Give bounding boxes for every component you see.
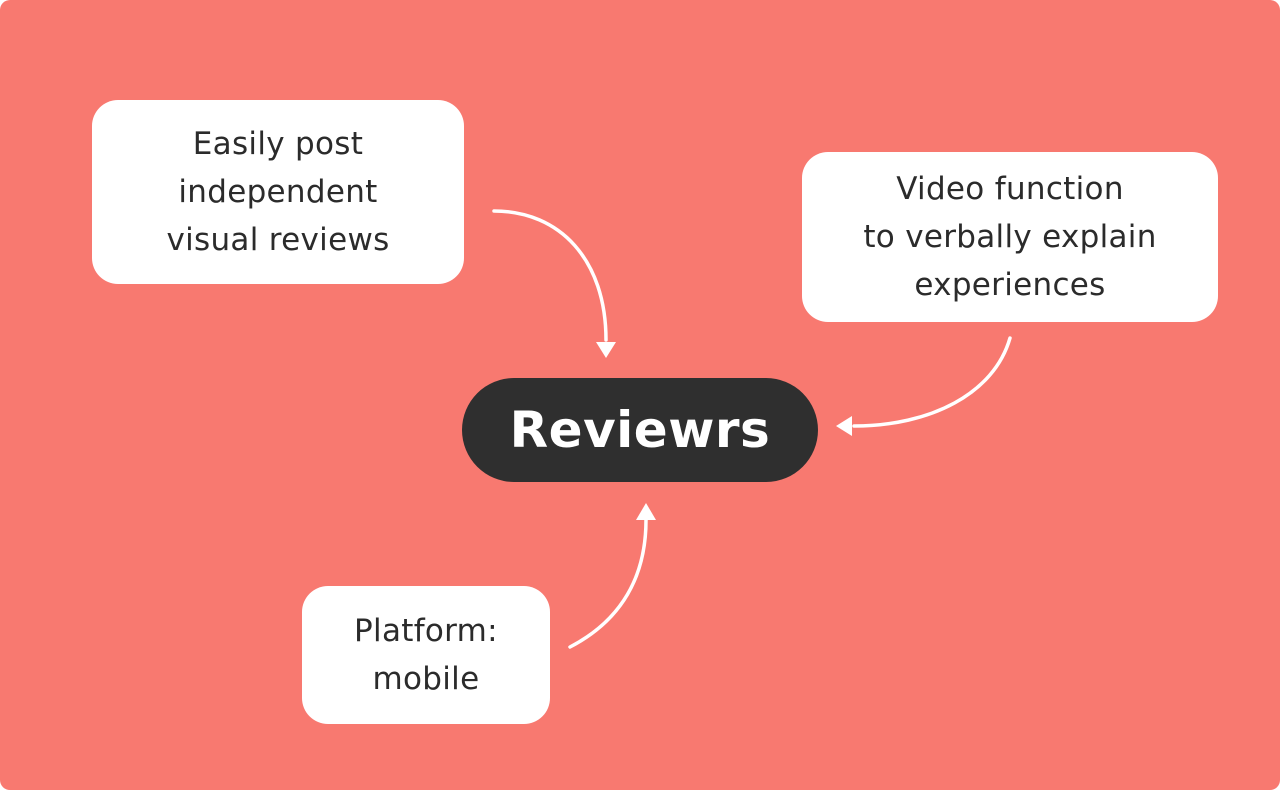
card-text: Video function to verbally explain exper… xyxy=(863,165,1156,309)
card-line: mobile xyxy=(372,661,480,697)
card-line: Easily post xyxy=(192,126,364,162)
card-line: Platform: xyxy=(354,613,498,649)
arrowhead-visual xyxy=(596,342,616,358)
card-line: to verbally explain xyxy=(863,219,1157,255)
feature-card-platform: Platform: mobile xyxy=(302,586,550,724)
card-line: independent xyxy=(178,174,378,210)
center-node-reviewrs: Reviewrs xyxy=(462,378,818,482)
arrowhead-video xyxy=(836,416,852,436)
connector-video-to-center xyxy=(852,336,1012,428)
card-text: Platform: mobile xyxy=(354,607,498,703)
card-line: Video function xyxy=(896,171,1124,207)
connector-platform-to-center xyxy=(568,518,648,649)
feature-card-video-function: Video function to verbally explain exper… xyxy=(802,152,1218,322)
card-line: experiences xyxy=(914,267,1106,303)
card-line: visual reviews xyxy=(166,222,390,258)
card-text: Easily post independent visual reviews xyxy=(166,120,389,264)
arrowhead-platform xyxy=(636,503,656,520)
feature-card-visual-reviews: Easily post independent visual reviews xyxy=(92,100,464,284)
connector-visual-to-center xyxy=(492,209,608,342)
center-node-label: Reviewrs xyxy=(509,401,771,459)
